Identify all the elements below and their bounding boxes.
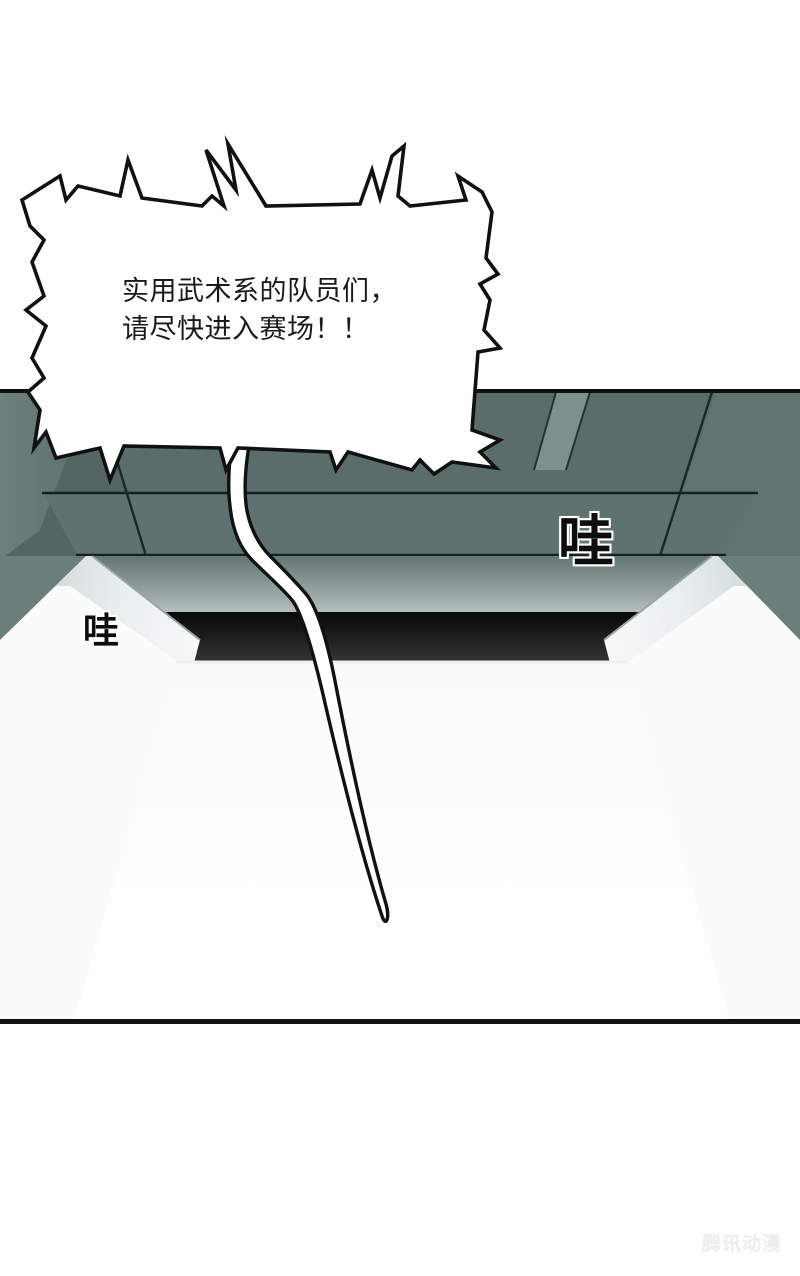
floor-wall-right-inner	[628, 586, 800, 1021]
floor-wall-left-inner	[0, 586, 176, 1021]
arena-floor	[74, 662, 730, 1021]
center-post	[226, 438, 390, 923]
pillar-band-edge	[533, 391, 591, 471]
pillar-band	[534, 392, 590, 470]
floor-wall-left-edge	[91, 555, 201, 641]
arena-scene	[0, 389, 800, 1021]
sound-effect-wa-large: 哇	[556, 508, 616, 575]
stand-tier-band	[44, 494, 756, 556]
floor-wall-left-teal	[0, 556, 86, 640]
floor-wall-right-edge	[603, 555, 713, 641]
floor-wall-right-teal	[718, 556, 800, 640]
speech-bubble-text: 实用武术系的队员们， 请尽快进入赛场！！	[122, 276, 397, 345]
speech-bubble-outline	[19, 135, 505, 486]
panel-bottom-divider	[0, 1019, 800, 1024]
sound-effect-wa-small: 哇	[81, 608, 121, 653]
stand-seam-right	[658, 391, 714, 557]
publisher-watermark: 腾讯动漫	[701, 1234, 782, 1255]
